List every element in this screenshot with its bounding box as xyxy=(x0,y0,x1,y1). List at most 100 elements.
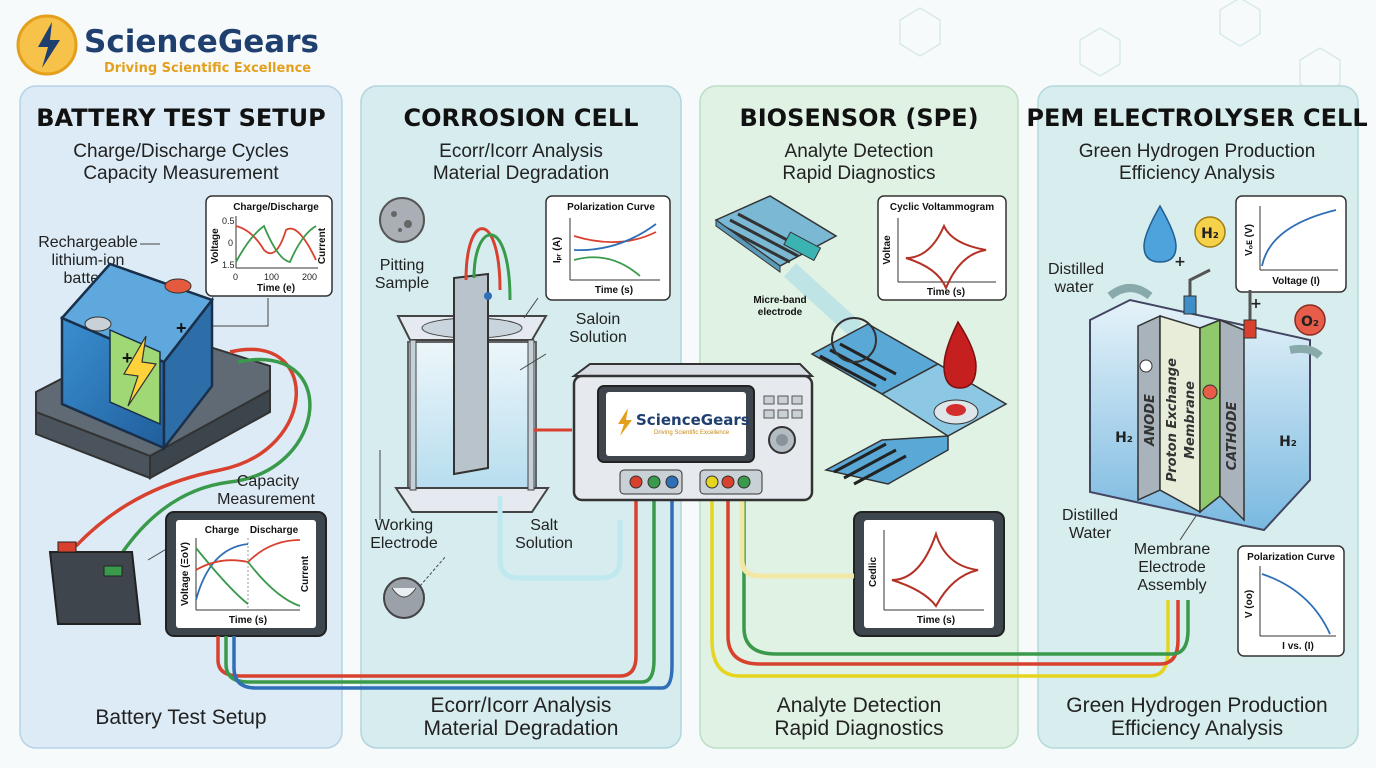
working-electrode-label-2: Electrode xyxy=(370,535,438,552)
panel-subtitle-1: Green Hydrogen Production xyxy=(1079,141,1316,162)
h2-icon xyxy=(1194,216,1226,248)
x-tick: 100 xyxy=(264,272,279,282)
panel-footer-2: Material Degradation xyxy=(424,717,619,740)
logo-bolt-icon xyxy=(38,22,60,68)
hex-decoration xyxy=(899,0,1341,97)
distilled-bottom-label-1: Distilled xyxy=(1062,507,1118,524)
panel-pem: PEM ELECTROLYSER CELL Green Hydrogen Pro… xyxy=(1026,85,1368,749)
green-cable xyxy=(108,358,312,573)
x-tick: 200 xyxy=(302,272,317,282)
potentiostat-instrument: ScienceGears Driving Scientific Excellen… xyxy=(571,363,815,502)
voltammogram-monitor-chart: Time (s) Cedlic xyxy=(853,511,1005,637)
panel-battery: BATTERY TEST SETUP Charge/Discharge Cycl… xyxy=(19,85,343,749)
panel-title: BATTERY TEST SETUP xyxy=(36,104,326,132)
y-axis-label: Voltage xyxy=(210,228,221,264)
y-axis-label: V (oo) xyxy=(1244,590,1255,618)
battery-label-2: lithium-ion xyxy=(52,252,125,269)
spe-strip-icon xyxy=(810,317,1008,486)
y-tick: 1.5 xyxy=(222,260,235,270)
x-axis-label: Time (s) xyxy=(927,287,965,298)
panel-footer-2: Rapid Diagnostics xyxy=(774,717,943,740)
panel-footer-2: Efficiency Analysis xyxy=(1111,717,1283,740)
charge-discharge-chart: Charge/Discharge 0.5 0 1.5 0 100 200 Tim… xyxy=(205,195,333,297)
h2-bubble-label: H₂ xyxy=(1201,226,1219,242)
brand-tagline: Driving Scientific Excellence xyxy=(104,61,311,76)
panel-biosensor: BIOSENSOR (SPE) Analyte Detection Rapid … xyxy=(699,85,1019,749)
panel-subtitle-2: Material Degradation xyxy=(433,163,609,184)
x-axis-label: I vs. (I) xyxy=(1282,641,1314,652)
y-axis-label: Cedlic xyxy=(868,557,879,587)
plus-label: + xyxy=(1174,254,1186,270)
saloin-label-1: Saloin xyxy=(576,311,620,328)
saloin-label-2: Solution xyxy=(569,329,627,346)
screen-tagline: Driving Scientific Excellence xyxy=(654,430,730,436)
brand-logo: ScienceGears Driving Scientific Excellen… xyxy=(16,14,319,76)
mea-label-1: Membrane xyxy=(1134,541,1211,558)
microband-electrode-icon xyxy=(714,195,838,273)
y-axis-label: Voltage (ΞoV) xyxy=(180,542,191,606)
distilled-top-label-2: water xyxy=(1053,279,1094,296)
plus-label: + xyxy=(1250,296,1262,312)
working-electrode-label-1: Working xyxy=(375,517,433,534)
o2-icon xyxy=(1294,304,1326,336)
x-axis-label: Time (s) xyxy=(229,615,267,626)
o2-bubble-label: O₂ xyxy=(1301,314,1319,330)
current-line xyxy=(235,224,317,264)
water-drop-icon xyxy=(1143,204,1177,263)
red-cable xyxy=(74,347,298,548)
brand-name: ScienceGears xyxy=(84,24,319,60)
polarization-chart: Polarization Curve Time (s) Iₚᵣ (A) xyxy=(545,195,671,301)
pitting-sample-icon xyxy=(379,197,425,243)
y-tick: 0.5 xyxy=(222,216,235,226)
panel-subtitle-2: Capacity Measurement xyxy=(83,163,279,184)
panel-subtitle-1: Analyte Detection xyxy=(785,141,934,162)
x-axis-label: Time (s) xyxy=(917,615,955,626)
electrolyser-cell-icon xyxy=(1089,268,1323,532)
panel-title: CORROSION CELL xyxy=(403,104,638,132)
h2-right-label: H₂ xyxy=(1279,434,1297,450)
microband-label-1: Micre-band xyxy=(753,295,806,306)
capacity-label-1: Capacity xyxy=(237,473,299,490)
screen-brand: ScienceGears xyxy=(636,411,750,429)
x-axis-label: Voltage (I) xyxy=(1272,276,1320,287)
capacity-monitor-chart: Charge Discharge Time (s) Voltage (ΞoV) … xyxy=(165,511,327,637)
cell-cable xyxy=(497,496,623,581)
y-axis-label: Iₚᵣ (A) xyxy=(552,237,563,263)
voltage-line xyxy=(235,225,317,261)
y-axis-label: Vₒᴇ (V) xyxy=(1244,224,1255,256)
screen-logo-icon xyxy=(618,408,632,436)
pitting-label-2: Sample xyxy=(375,275,429,292)
instrument-cables xyxy=(216,490,1190,690)
cyclic-voltammogram-chart: Cyclic Voltammogram Time (s) Voltae xyxy=(877,195,1007,301)
lightning-icon xyxy=(123,335,158,407)
panel-subtitle-1: Ecorr/Icorr Analysis xyxy=(439,141,603,162)
capacity-label-2: Measurement xyxy=(217,491,315,508)
small-battery-icon xyxy=(48,541,142,625)
salt-solution-label-2: Solution xyxy=(515,535,573,552)
panel-footer-1: Ecorr/Icorr Analysis xyxy=(431,694,612,717)
cathode-label: CATHODE xyxy=(1225,401,1240,470)
anode-label: ANODE xyxy=(1143,394,1158,447)
y-tick: 0 xyxy=(228,238,233,248)
chart-title: Polarization Curve xyxy=(1247,552,1335,563)
pit-detail-icon xyxy=(383,577,425,619)
y-axis-label-right: Current xyxy=(300,555,311,592)
svg-text:+: + xyxy=(176,318,187,338)
panel-title: PEM ELECTROLYSER CELL xyxy=(1026,104,1367,132)
chart-title: Cyclic Voltammogram xyxy=(890,202,994,213)
distilled-top-label-1: Distilled xyxy=(1048,261,1104,278)
distilled-bottom-label-2: Water xyxy=(1069,525,1112,542)
panel-footer-1: Analyte Detection xyxy=(777,694,942,717)
chart-title: Polarization Curve xyxy=(567,202,655,213)
keypad xyxy=(763,395,803,419)
svg-text:+: + xyxy=(122,348,133,368)
membrane-label-1: Proton Exchange xyxy=(1165,358,1180,482)
panel-footer-1: Green Hydrogen Production xyxy=(1066,694,1328,717)
panel-subtitle-2: Efficiency Analysis xyxy=(1119,163,1275,184)
pem-polarization-chart: Polarization Curve I vs. (I) V (oo) xyxy=(1237,545,1345,657)
microband-label-2: electrode xyxy=(758,307,803,318)
pitting-label-1: Pitting xyxy=(380,257,424,274)
legend-discharge: Discharge xyxy=(250,525,299,536)
x-axis-label: Time (e) xyxy=(257,283,295,294)
